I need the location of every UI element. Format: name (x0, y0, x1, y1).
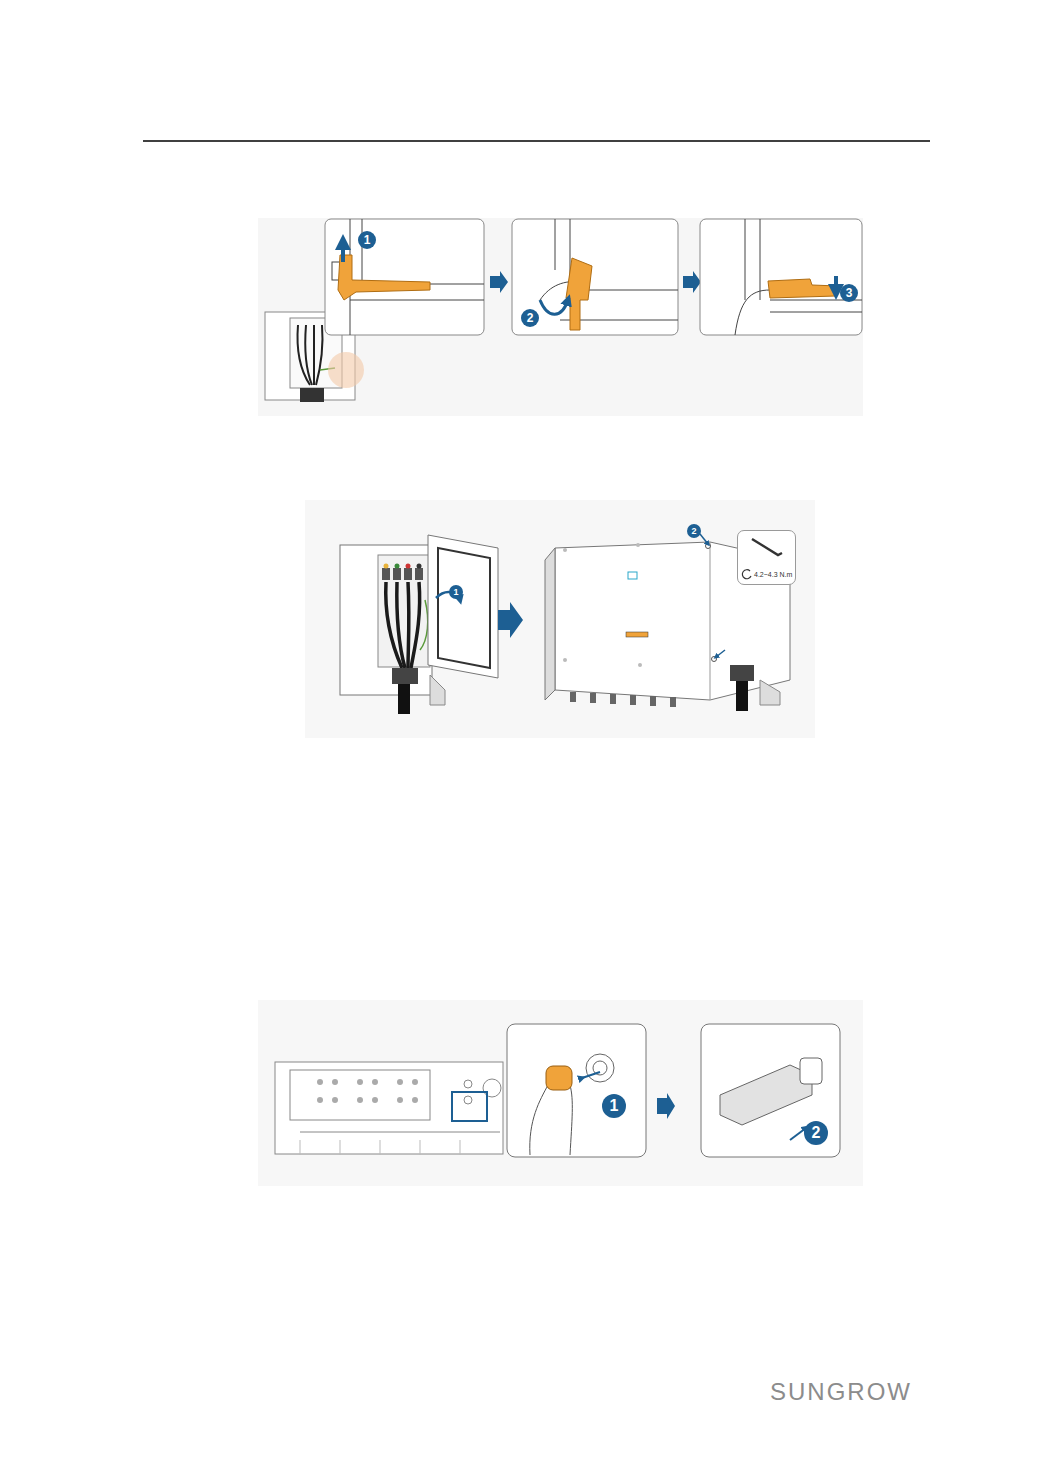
hex-key-icon (746, 535, 786, 561)
figure-bracket-steps (258, 218, 863, 416)
torque-value: 4.2~4.3 N.m (754, 571, 792, 578)
torque-box: 4.2~4.3 N.m (737, 530, 796, 585)
callout-number: 2 (804, 1121, 828, 1145)
callout-number: 3 (840, 284, 858, 302)
hex-key (752, 539, 782, 555)
rotate-icon (741, 568, 753, 580)
callout-number: 2 (687, 524, 701, 538)
figure-dongle-install (258, 1000, 863, 1186)
brand-logo: SUNGROW (770, 1378, 912, 1406)
callout-number: 1 (449, 585, 463, 599)
rotate-arrow (742, 570, 751, 579)
header-rule (143, 140, 930, 142)
figure-close-cover (305, 500, 815, 738)
callout-number: 1 (358, 231, 376, 249)
callout-number: 2 (521, 309, 539, 327)
callout-number: 1 (602, 1094, 626, 1118)
